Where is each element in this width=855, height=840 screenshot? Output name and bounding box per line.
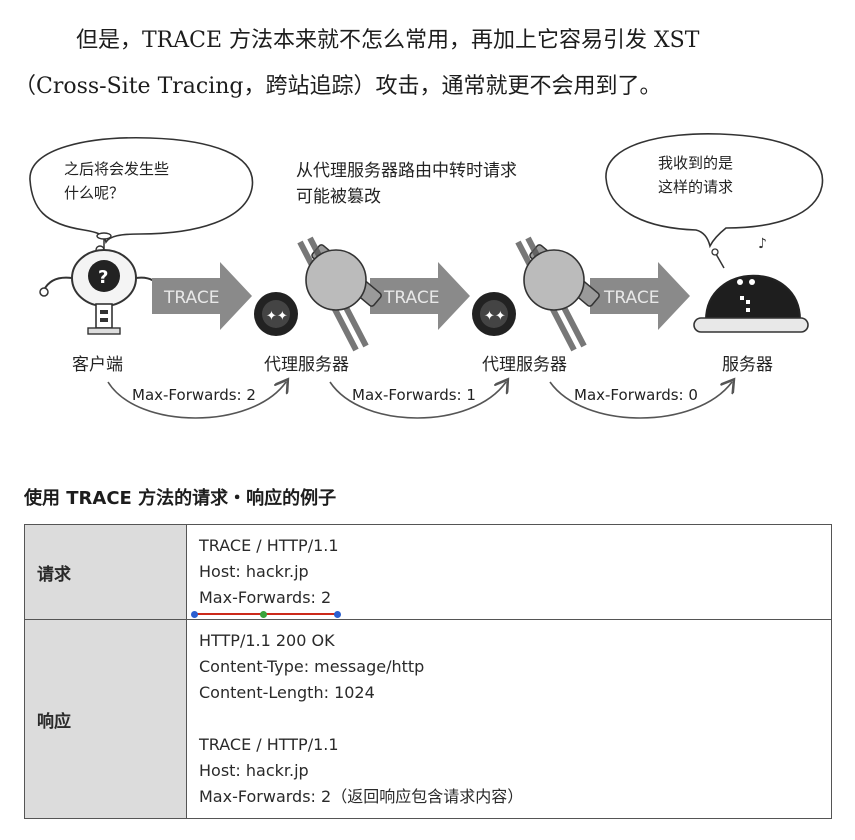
bubble-right-line-2: 这样的请求 (658, 178, 733, 196)
svg-text:✦✦: ✦✦ (266, 309, 288, 324)
trace-flow-diagram: 之后将会发生些 什么呢？ 我收到的是 这样的请求 从代理服务器路由中转时请求 可… (29, 132, 824, 419)
example-caption: 使用 TRACE 方法的请求・响应的例子 (24, 488, 337, 509)
node-label-server: 服务器 (722, 355, 773, 375)
trace-example-table: 请求 TRACE / HTTP/1.1 Host: hackr.jp Max-F… (24, 524, 832, 819)
hop-label-1: Max-Forwards: 2 (132, 386, 256, 404)
response-line-1: HTTP/1.1 200 OK (199, 631, 335, 650)
hop-label-2: Max-Forwards: 1 (352, 386, 476, 404)
request-line-1: TRACE / HTTP/1.1 (199, 536, 339, 555)
response-body: HTTP/1.1 200 OK Content-Type: message/ht… (186, 619, 832, 819)
bubble-right-line-1: 我收到的是 (658, 154, 733, 172)
echo-line-2: Host: hackr.jp (199, 761, 309, 780)
proxy-note-line-2: 可能被篡改 (296, 186, 381, 207)
bubble-left-line-1: 之后将会发生些 (64, 160, 169, 178)
response-row: 响应 HTTP/1.1 200 OK Content-Type: message… (24, 619, 832, 819)
trace-arrow-1-label: TRACE (163, 288, 219, 308)
intro-line-1: 但是，TRACE 方法本来就不怎么常用，再加上它容易引发 XST (76, 28, 700, 53)
hop-curve-1: Max-Forwards: 2 (107, 382, 286, 419)
echo-line-3: Max-Forwards: 2（返回响应包含请求内容） (199, 787, 524, 806)
server-robot-icon: ♪ (693, 236, 809, 333)
trace-arrow-2: TRACE (370, 262, 470, 330)
node-label-proxy-1: 代理服务器 (264, 355, 349, 375)
underline-mid-handle (260, 610, 268, 618)
hop-curve-2: Max-Forwards: 1 (329, 382, 506, 419)
request-label: 请求 (24, 524, 187, 620)
request-line-3: Max-Forwards: 2 (199, 588, 332, 607)
response-line-3: Content-Length: 1024 (199, 683, 375, 702)
trace-arrow-1: TRACE (152, 262, 252, 330)
client-speech-bubble: 之后将会发生些 什么呢？ (29, 136, 254, 265)
request-line-3-wrap: Max-Forwards: 2 (191, 585, 819, 618)
svg-text:✦✦: ✦✦ (484, 309, 506, 324)
trace-arrow-3-label: TRACE (603, 288, 659, 308)
request-line-2: Host: hackr.jp (199, 562, 309, 581)
highlighted-max-forwards: Max-Forwards: 2 (191, 585, 342, 618)
hop-label-3: Max-Forwards: 0 (574, 386, 698, 404)
response-label: 响应 (24, 619, 187, 819)
response-line-2: Content-Type: message/http (199, 657, 425, 676)
proxy-robot-icon-2: ✦✦ (472, 236, 600, 352)
node-label-client: 客户端 (72, 355, 123, 375)
trace-arrow-2-label: TRACE (383, 288, 439, 308)
red-underline (191, 610, 342, 618)
bubble-left-line-2: 什么呢？ (64, 184, 124, 202)
request-body: TRACE / HTTP/1.1 Host: hackr.jp Max-Forw… (186, 524, 832, 620)
underline-end-handle (334, 610, 342, 618)
node-label-proxy-2: 代理服务器 (482, 355, 567, 375)
underline-start-handle (191, 610, 198, 618)
proxy-note-line-1: 从代理服务器路由中转时请求 (296, 161, 517, 181)
intro-paragraph: 但是，TRACE 方法本来就不怎么常用，再加上它容易引发 XST （Cross-… (0, 18, 855, 110)
intro-line-2: （Cross-Site Tracing，跨站追踪）攻击，通常就更不会用到了。 (14, 74, 662, 99)
proxy-robot-icon-1: ✦✦ (254, 236, 382, 352)
echo-line-1: TRACE / HTTP/1.1 (199, 735, 339, 754)
request-row: 请求 TRACE / HTTP/1.1 Host: hackr.jp Max-F… (24, 524, 832, 620)
server-speech-bubble: 我收到的是 这样的请求 (605, 132, 824, 249)
trace-arrow-3: TRACE (590, 262, 690, 330)
hop-curve-3: Max-Forwards: 0 (549, 382, 732, 419)
svg-text:♪: ♪ (758, 236, 767, 252)
svg-text:?: ? (98, 267, 108, 288)
